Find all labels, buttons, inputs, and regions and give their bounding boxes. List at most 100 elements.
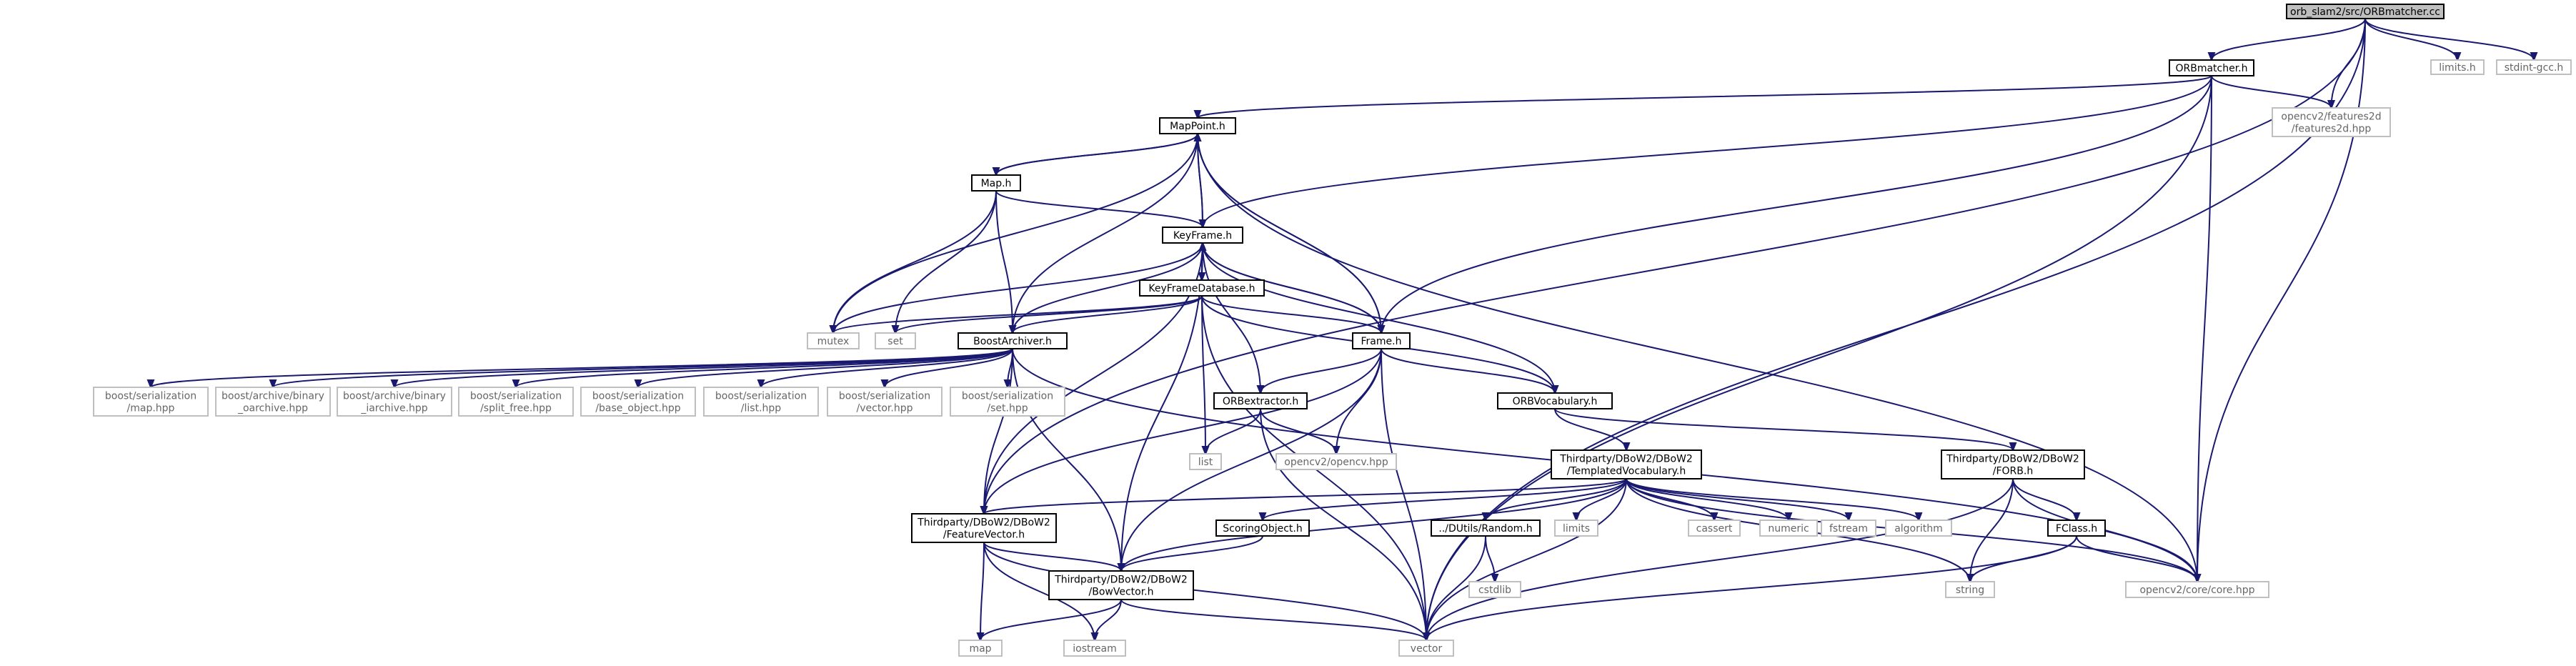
node-orbextractor[interactable]: ORBextractor.h: [1213, 392, 1308, 409]
node-label: boost/serialization: [839, 391, 930, 402]
node-label: KeyFrame.h: [1173, 230, 1232, 242]
node-label: mutex: [817, 336, 850, 347]
node-label: list: [1198, 457, 1213, 468]
node-label: _oarchive.hpp: [237, 403, 308, 414]
node-mappoint[interactable]: MapPoint.h: [1159, 117, 1236, 134]
node-label: /BowVector.h: [1089, 587, 1154, 598]
node-features2d: opencv2/features2d/features2d.hpp: [2272, 107, 2391, 137]
node-label: ORBVocabulary.h: [1513, 396, 1598, 407]
node-label: iostream: [1073, 643, 1117, 655]
node-label: /map.hpp: [127, 403, 175, 414]
edge-boostarch-to-b_base: [634, 348, 1013, 389]
edge-root-to-ormatcher_h: [2207, 18, 2366, 62]
edge-forb-to-fclass: [2012, 478, 2081, 522]
node-label: boost/archive/binary: [343, 391, 446, 402]
node-label: /TemplatedVocabulary.h: [1567, 466, 1686, 477]
node-root[interactable]: orb_slam2/src/ORBmatcher.cc: [2286, 4, 2445, 19]
edge-templvocab-to-limits: [1572, 478, 1627, 522]
node-numeric: numeric: [1759, 520, 1818, 537]
edge-bowvec-to-map_std: [976, 599, 1122, 642]
edge-bowvec-to-iostream: [1090, 599, 1122, 642]
edge-fclass-to-core_hpp: [2076, 535, 2202, 584]
node-keyframe[interactable]: KeyFrame.h: [1162, 227, 1243, 244]
node-label: orb_slam2/src/ORBmatcher.cc: [2290, 6, 2440, 18]
edge-ormatcher_h-to-frame: [1377, 75, 2212, 335]
edge-forb-to-vector: [1422, 478, 2014, 642]
node-label: /FeatureVector.h: [943, 530, 1025, 541]
node-label: opencv2/opencv.hpp: [1284, 457, 1388, 468]
node-core-hpp: opencv2/core/core.hpp: [2125, 581, 2269, 598]
node-label: /list.hpp: [741, 403, 781, 414]
edge-map_h-to-boostarch: [995, 190, 1017, 335]
edge-featvec-to-bowvec: [983, 542, 1125, 573]
node-boostarch[interactable]: BoostArchiver.h: [958, 332, 1068, 349]
edge-scoring-to-bowvec: [1117, 535, 1263, 573]
node-label: /vector.hpp: [857, 403, 913, 414]
node-scoring[interactable]: ScoringObject.h: [1215, 520, 1310, 537]
node-label: opencv2/features2d: [2281, 111, 2381, 123]
node-kfdb[interactable]: KeyFrameDatabase.h: [1139, 279, 1265, 297]
node-featvec[interactable]: Thirdparty/DBoW2/DBoW2/FeatureVector.h: [911, 513, 1057, 543]
edge-templvocab-to-algorithm: [1626, 478, 1923, 522]
node-label: stdint-gcc.h: [2505, 62, 2564, 74]
node-label: ScoringObject.h: [1223, 523, 1302, 535]
node-map-h[interactable]: Map.h: [971, 174, 1021, 192]
node-label: /features2d.hpp: [2292, 124, 2372, 135]
edge-orbextractor-to-list: [1201, 408, 1261, 456]
edge-boostarch-to-b_oarch: [269, 348, 1013, 389]
node-algorithm: algorithm: [1885, 520, 1952, 537]
node-label: cstdlib: [1478, 585, 1511, 596]
node-frame[interactable]: Frame.h: [1352, 332, 1411, 349]
edge-templvocab-to-numeric: [1626, 478, 1793, 522]
node-b-set: boost/serialization/set.hpp: [950, 387, 1065, 417]
node-label: Thirdparty/DBoW2/DBoW2: [917, 517, 1050, 529]
node-label: fstream: [1829, 523, 1868, 535]
node-label: Thirdparty/DBoW2/DBoW2: [1054, 575, 1188, 586]
node-label: vector: [1411, 643, 1443, 655]
node-label: numeric: [1768, 523, 1809, 535]
node-label: ORBmatcher.h: [2175, 63, 2247, 74]
node-label: /base_object.hpp: [595, 403, 680, 414]
node-ormatcher-h[interactable]: ORBmatcher.h: [2169, 59, 2254, 76]
node-vector: vector: [1398, 640, 1454, 657]
node-label: algorithm: [1894, 523, 1943, 535]
node-label: MapPoint.h: [1170, 121, 1225, 132]
edge-map_h-to-mutex: [829, 190, 997, 335]
node-label: FClass.h: [2056, 523, 2097, 535]
node-label: boost/serialization: [592, 391, 684, 402]
node-b-vector: boost/serialization/vector.hpp: [827, 387, 943, 417]
node-random-h[interactable]: ../DUtils/Random.h: [1431, 520, 1541, 537]
edge-templvocab-to-fstream: [1626, 478, 1853, 522]
node-limits: limits: [1554, 520, 1598, 537]
node-orbvocab[interactable]: ORBVocabulary.h: [1497, 392, 1613, 409]
node-limits-h: limits.h: [2430, 59, 2485, 75]
node-label: ../DUtils/Random.h: [1438, 523, 1532, 535]
node-forb[interactable]: Thirdparty/DBoW2/DBoW2/FORB.h: [1941, 449, 2085, 479]
node-templvocab[interactable]: Thirdparty/DBoW2/DBoW2/TemplatedVocabula…: [1551, 449, 1702, 479]
node-map-std: map: [958, 640, 1003, 657]
edge-map_h-to-set: [891, 190, 997, 335]
node-label: string: [1956, 585, 1984, 596]
edge-kfdb-to-mutex: [829, 295, 1203, 335]
edge-boostarch-to-b_vector: [880, 348, 1013, 389]
node-label: map: [969, 643, 991, 655]
edge-ormatcher_h-to-core_hpp: [2193, 75, 2212, 584]
edge-root-to-limits_h: [2364, 18, 2462, 62]
edge-frame-to-orbvocab: [1381, 348, 1559, 395]
edge-ormatcher_h-to-keyframe: [1198, 75, 2212, 229]
node-fclass[interactable]: FClass.h: [2047, 520, 2106, 537]
node-list: list: [1189, 453, 1222, 470]
dependency-edges: [146, 18, 2538, 642]
node-b-list: boost/serialization/list.hpp: [703, 387, 819, 417]
node-bowvec[interactable]: Thirdparty/DBoW2/DBoW2/BowVector.h: [1048, 570, 1194, 600]
node-string: string: [1945, 581, 1995, 598]
node-opencv-hpp: opencv2/opencv.hpp: [1275, 453, 1397, 470]
node-b-iarch: boost/archive/binary_iarchive.hpp: [337, 387, 452, 417]
node-label: KeyFrameDatabase.h: [1148, 283, 1255, 294]
node-b-base: boost/serialization/base_object.hpp: [580, 387, 696, 417]
node-label: boost/archive/binary: [222, 391, 324, 402]
edge-frame-to-keyframe: [1198, 241, 1382, 334]
node-label: limits: [1563, 523, 1590, 535]
